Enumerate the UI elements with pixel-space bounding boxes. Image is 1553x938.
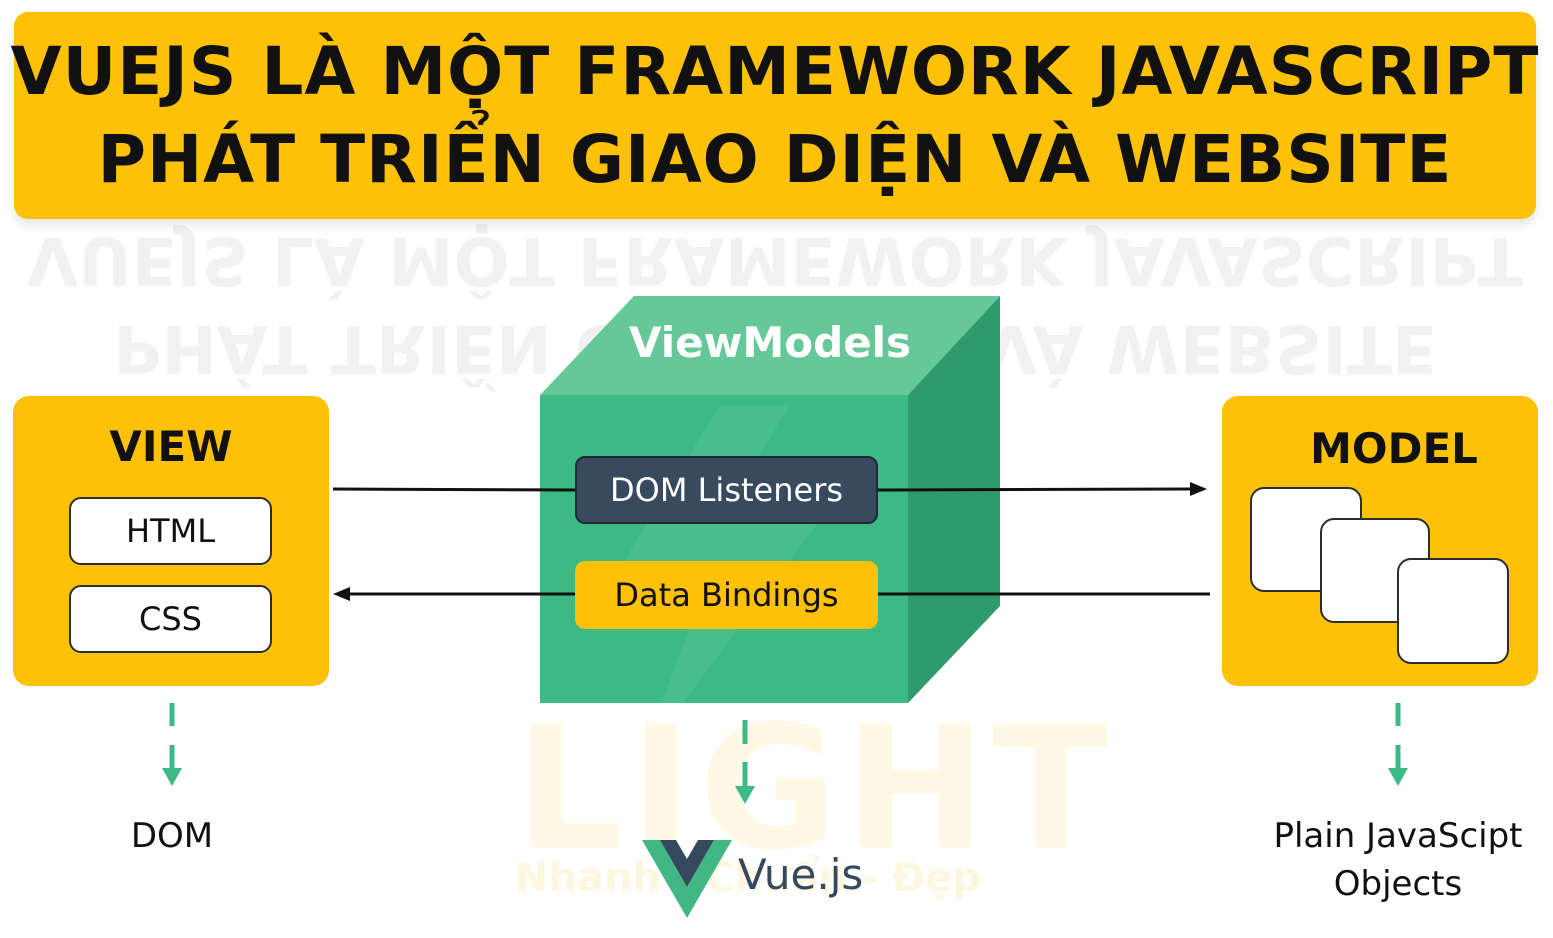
model-caption-line2: Objects xyxy=(1333,864,1463,904)
cube-side-face xyxy=(908,296,1000,703)
watermark-slogan: Nhanh - Chuẩn - Đẹp xyxy=(515,855,981,901)
view-panel: VIEW HTML CSS xyxy=(13,396,329,686)
cube-front-face xyxy=(540,395,908,703)
view-title: VIEW xyxy=(109,422,233,471)
arrowhead-model xyxy=(1190,482,1207,496)
css-box: CSS xyxy=(69,585,272,653)
vue-logo-text: Vue.js xyxy=(738,850,864,899)
html-box: HTML xyxy=(69,497,272,565)
dashed-arrowhead-model xyxy=(1388,768,1408,786)
object-card-3 xyxy=(1397,558,1509,664)
arrow-view-to-listeners xyxy=(332,487,577,492)
data-bindings-box: Data Bindings xyxy=(575,561,878,629)
header-title-line1: VUEJS LÀ MỘT FRAMEWORK JAVASCRIPT xyxy=(10,32,1540,110)
dashed-arrowhead-view xyxy=(162,768,182,786)
cube-top-face xyxy=(540,296,1000,395)
dom-listeners-box: DOM Listeners xyxy=(575,456,878,524)
dom-caption: DOM xyxy=(130,816,214,856)
watermark-logo: LIGHT xyxy=(515,690,1115,888)
model-panel: MODEL xyxy=(1222,396,1538,686)
arrowhead-view xyxy=(333,587,350,601)
model-caption-line1: Plain JavaScipt xyxy=(1273,816,1523,856)
model-caption: Plain JavaScipt Objects xyxy=(1240,812,1553,908)
dashed-arrowhead-viewmodel xyxy=(735,786,755,804)
header-banner: VUEJS LÀ MỘT FRAMEWORK JAVASCRIPT PHÁT T… xyxy=(11,12,1538,219)
model-title: MODEL xyxy=(1310,424,1478,473)
header-title-line2: PHÁT TRIỂN GIAO DIỆN VÀ WEBSITE xyxy=(97,120,1453,198)
arrow-listeners-to-model xyxy=(877,487,1193,492)
viewmodels-title: ViewModels xyxy=(628,318,912,367)
vue-logo-icon xyxy=(642,840,732,918)
